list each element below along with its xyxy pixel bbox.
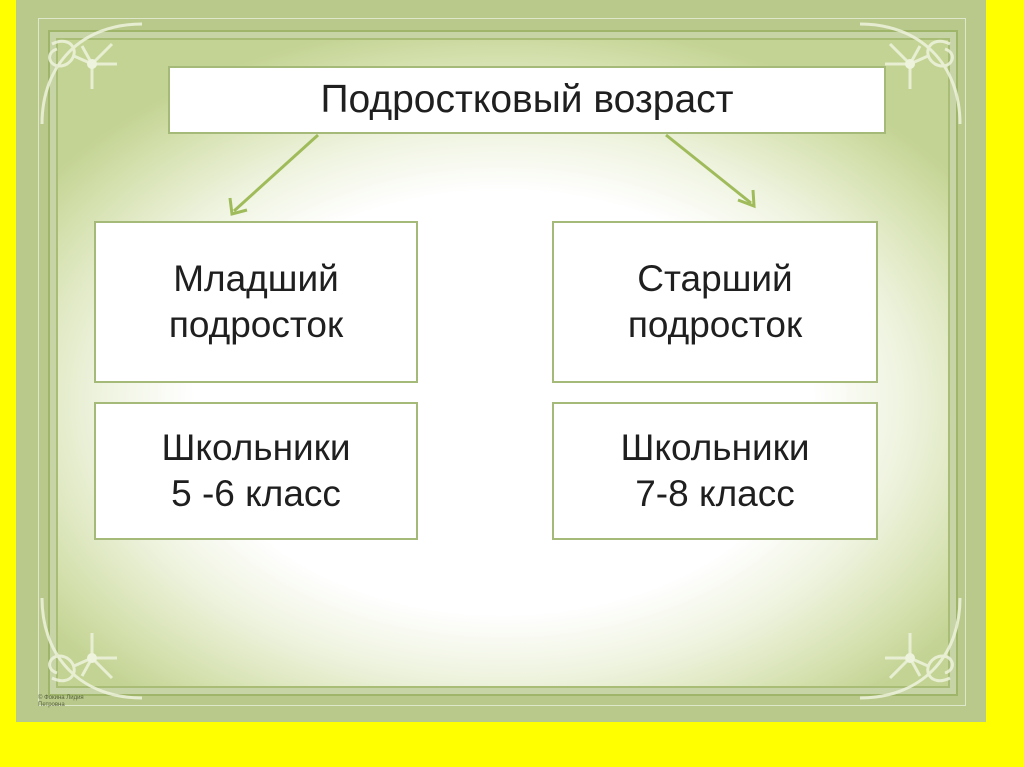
arrow-left-line (234, 135, 318, 211)
junior-teen-box: Младший подросток (94, 221, 418, 383)
senior-teen-line1: Старший (637, 256, 792, 302)
senior-grades-line2: 7-8 класс (635, 471, 795, 517)
junior-teen-line2: подросток (169, 302, 343, 348)
senior-teen-box: Старший подросток (552, 221, 878, 383)
title-box: Подростковый возраст (168, 66, 886, 134)
slide: Подростковый возраст Младший подросток С… (16, 0, 986, 722)
junior-grades-line1: Школьники (161, 425, 350, 471)
arrow-right-line (666, 135, 751, 203)
senior-teen-line2: подросток (628, 302, 802, 348)
credit-line1: © Фокина Лидия (38, 695, 118, 702)
senior-grades-line1: Школьники (620, 425, 809, 471)
junior-grades-box: Школьники 5 -6 класс (94, 402, 418, 540)
credit-line2: Петровна (38, 702, 118, 709)
senior-grades-box: Школьники 7-8 класс (552, 402, 878, 540)
credit-note: © Фокина Лидия Петровна (38, 695, 118, 709)
title-text: Подростковый возраст (320, 77, 733, 123)
junior-teen-line1: Младший (173, 256, 339, 302)
junior-grades-line2: 5 -6 класс (171, 471, 341, 517)
